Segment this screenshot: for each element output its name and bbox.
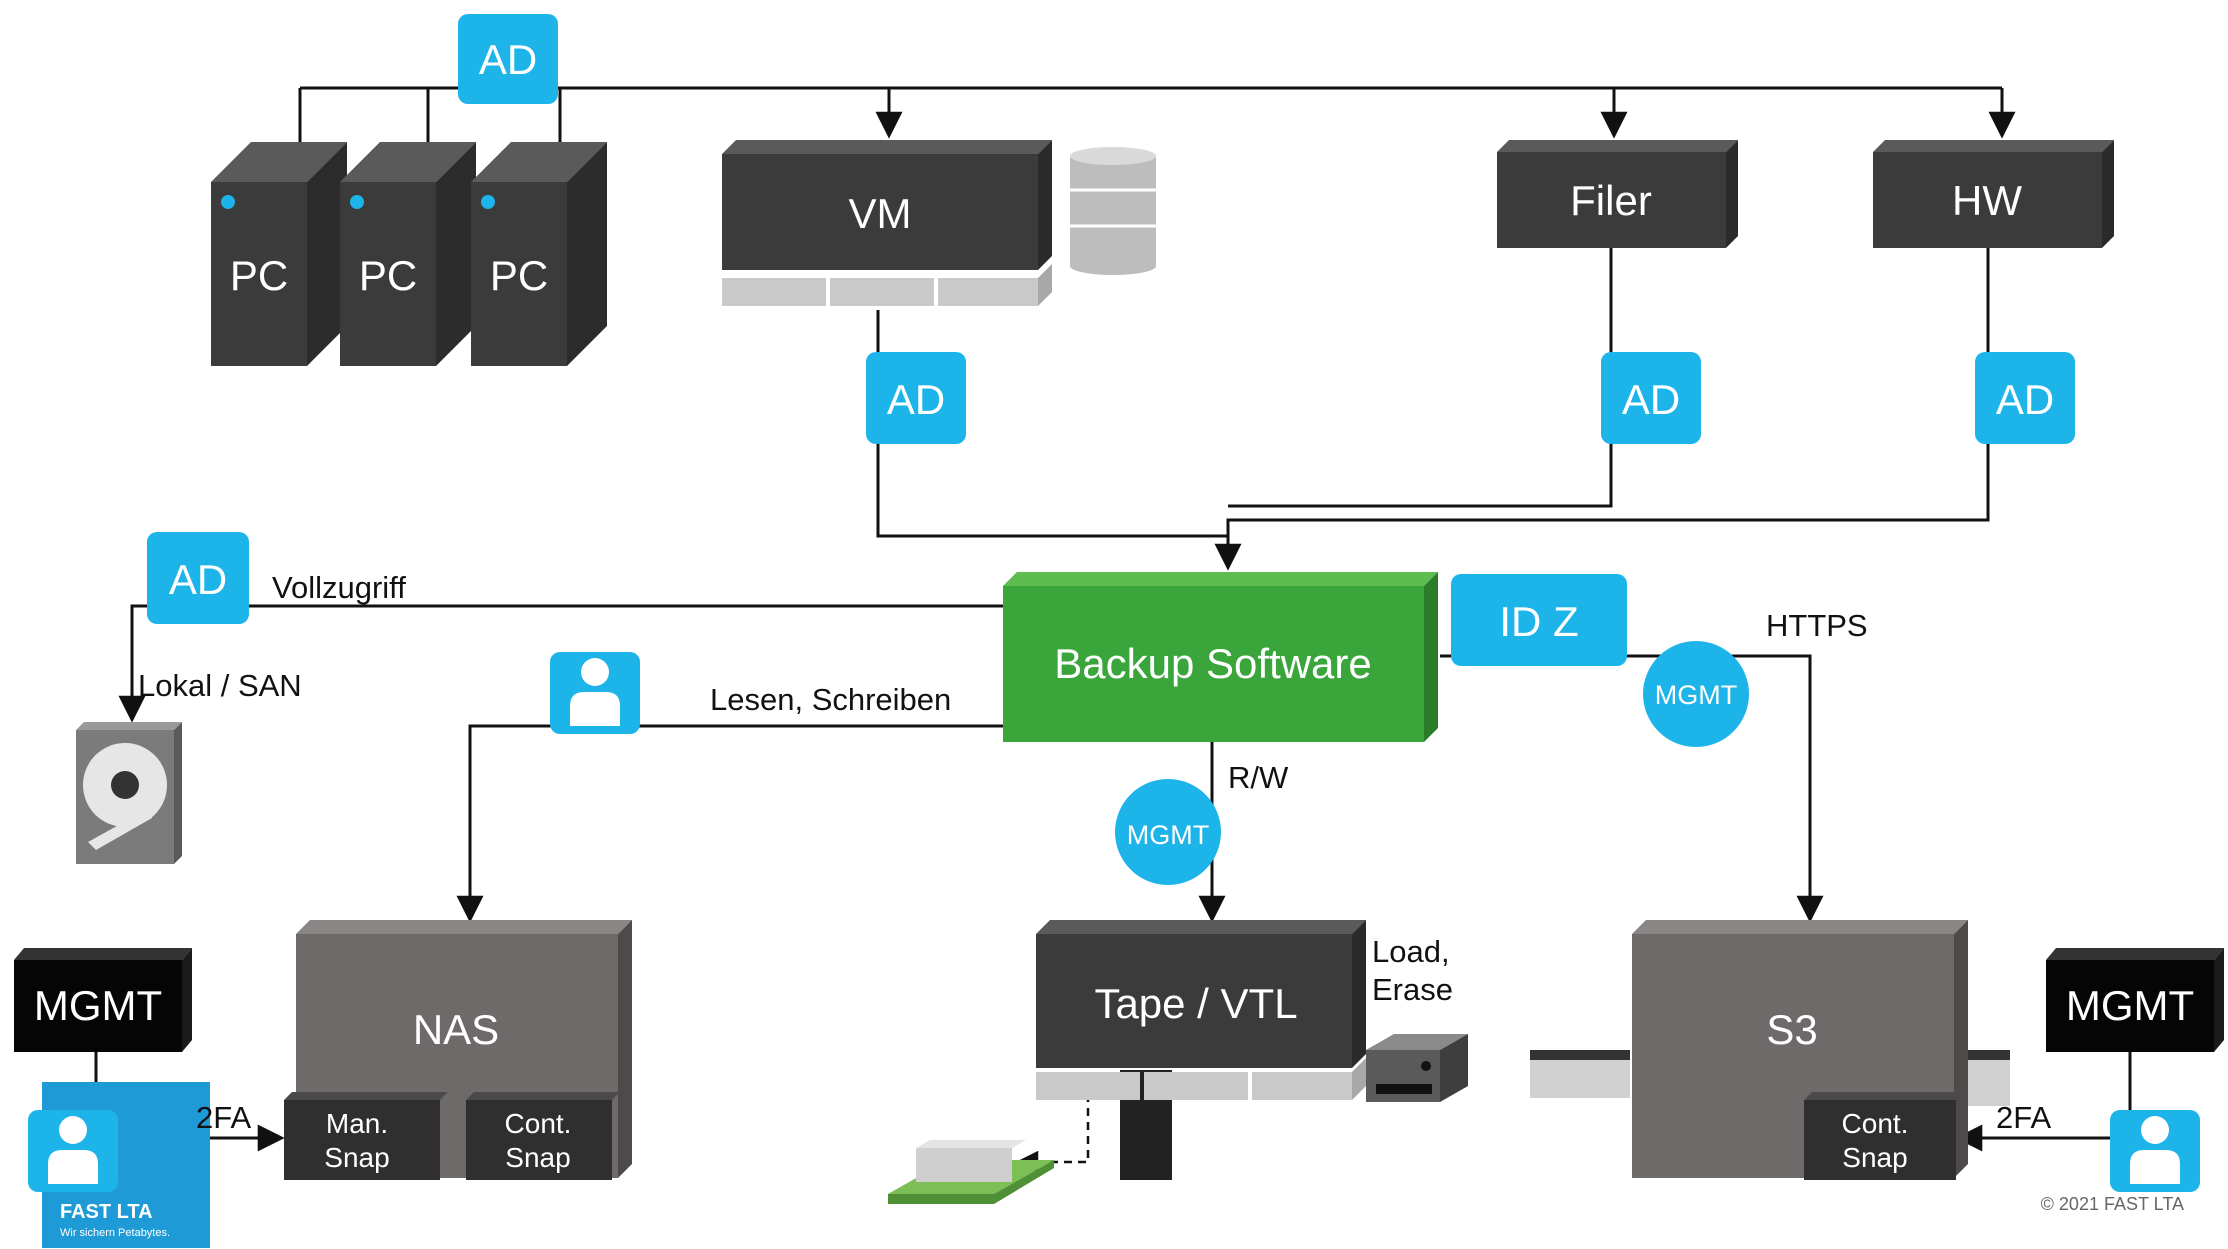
- pc-label-2: PC: [359, 252, 417, 299]
- pc-tower-2: PC: [340, 142, 476, 366]
- nas-cont-snap-line2: Snap: [505, 1142, 570, 1173]
- s3-cont-snap-box: Cont. Snap: [1804, 1092, 1964, 1180]
- tape-cartridge-icon: [888, 1140, 1054, 1204]
- nas-box: NAS Man. Snap Cont. Snap: [284, 920, 632, 1180]
- s3-rack-icon: [1530, 1050, 2010, 1106]
- nas-man-snap-line1: Man.: [326, 1108, 388, 1139]
- ad-top-label: AD: [479, 36, 537, 83]
- ad-left-label: AD: [169, 556, 227, 603]
- hw-box: HW: [1873, 140, 2114, 248]
- pc-tower-1: PC: [211, 142, 347, 366]
- edge-label-2fa-right: 2FA: [1996, 1100, 2051, 1135]
- user-icon: [2130, 1116, 2180, 1184]
- user-badge-nas: [550, 652, 640, 734]
- edge-label-vollzugriff: Vollzugriff: [272, 570, 406, 605]
- mgmt-circle-s3: MGMT: [1643, 641, 1749, 747]
- s3-box: S3 Cont. Snap: [1632, 920, 1968, 1180]
- nas-man-snap-line2: Snap: [324, 1142, 389, 1173]
- idz-badge: ID Z: [1451, 574, 1627, 666]
- backup-software-label: Backup Software: [1054, 640, 1372, 687]
- filer-label: Filer: [1570, 177, 1652, 224]
- mgmt-right-box: MGMT: [2046, 948, 2224, 1052]
- pc-led-icon: [350, 195, 364, 209]
- pc-label-3: PC: [490, 252, 548, 299]
- ad-hw-label: AD: [1996, 376, 2054, 423]
- pc-led-icon: [221, 195, 235, 209]
- user-icon: [48, 1116, 98, 1184]
- pc-led-icon: [481, 195, 495, 209]
- ad-hw-badge: AD: [1975, 352, 2075, 444]
- tape-vtl: Tape / VTL: [1036, 920, 1366, 1180]
- backup-to-nas-line: [456, 724, 1003, 923]
- user-badge-right: [2110, 1110, 2200, 1192]
- backup-software-box: Backup Software: [1003, 572, 1438, 742]
- s3-label: S3: [1766, 1006, 1817, 1053]
- nas-man-snap-box: Man. Snap: [284, 1092, 448, 1180]
- copyright: © 2021 FAST LTA: [2041, 1194, 2184, 1214]
- s3-cont-snap-line1: Cont.: [1842, 1108, 1909, 1139]
- nas-cont-snap-box: Cont. Snap: [466, 1092, 620, 1180]
- edge-label-load: Load,: [1372, 934, 1450, 969]
- fast-lta-tagline: Wir sichern Petabytes.: [60, 1227, 170, 1239]
- tape-drive-icon: [1366, 1034, 1468, 1102]
- vm-label: VM: [849, 190, 912, 237]
- pc-tower-3: PC: [471, 142, 607, 366]
- nas-label: NAS: [413, 1006, 499, 1053]
- ad-vm-label: AD: [887, 376, 945, 423]
- mgmt-left-box: MGMT: [14, 948, 192, 1052]
- hw-label: HW: [1952, 177, 2022, 224]
- edge-label-https: HTTPS: [1766, 608, 1868, 643]
- hard-disk-icon: [76, 722, 182, 864]
- ad-vm-badge: AD: [866, 352, 966, 444]
- filer-box: Filer: [1497, 140, 1738, 248]
- edge-label-2fa-left: 2FA: [196, 1100, 251, 1135]
- edge-label-erase: Erase: [1372, 972, 1453, 1007]
- ad-filer-badge: AD: [1601, 352, 1701, 444]
- backup-to-s3-line: [1440, 654, 1824, 923]
- mgmt-circle-s3-label: MGMT: [1655, 680, 1737, 710]
- tape-vtl-label: Tape / VTL: [1094, 980, 1297, 1027]
- idz-label: ID Z: [1499, 598, 1578, 645]
- database-icon: [1070, 147, 1156, 275]
- edge-label-lokal-san: Lokal / SAN: [138, 668, 302, 703]
- ad-filer-label: AD: [1622, 376, 1680, 423]
- ad-top-badge: AD: [458, 14, 558, 104]
- mgmt-circle-tape-label: MGMT: [1127, 820, 1209, 850]
- user-icon: [570, 658, 620, 726]
- mgmt-right-label: MGMT: [2066, 982, 2194, 1029]
- s3-cont-snap-line2: Snap: [1842, 1142, 1907, 1173]
- vm-server: VM: [722, 140, 1052, 306]
- mgmt-left-label: MGMT: [34, 982, 162, 1029]
- mgmt-circle-tape: MGMT: [1115, 779, 1221, 885]
- fast-lta-logo-text: FAST LTA: [60, 1201, 153, 1223]
- filer-to-backup-line: [1228, 248, 1613, 508]
- ad-left-badge: AD: [147, 532, 249, 624]
- user-badge-left: [28, 1110, 118, 1192]
- nas-cont-snap-line1: Cont.: [505, 1108, 572, 1139]
- backup-to-disk-line: [118, 604, 1003, 723]
- edge-label-rw: R/W: [1228, 760, 1289, 795]
- edge-label-lesen-schreiben: Lesen, Schreiben: [710, 682, 951, 717]
- pc-label-1: PC: [230, 252, 288, 299]
